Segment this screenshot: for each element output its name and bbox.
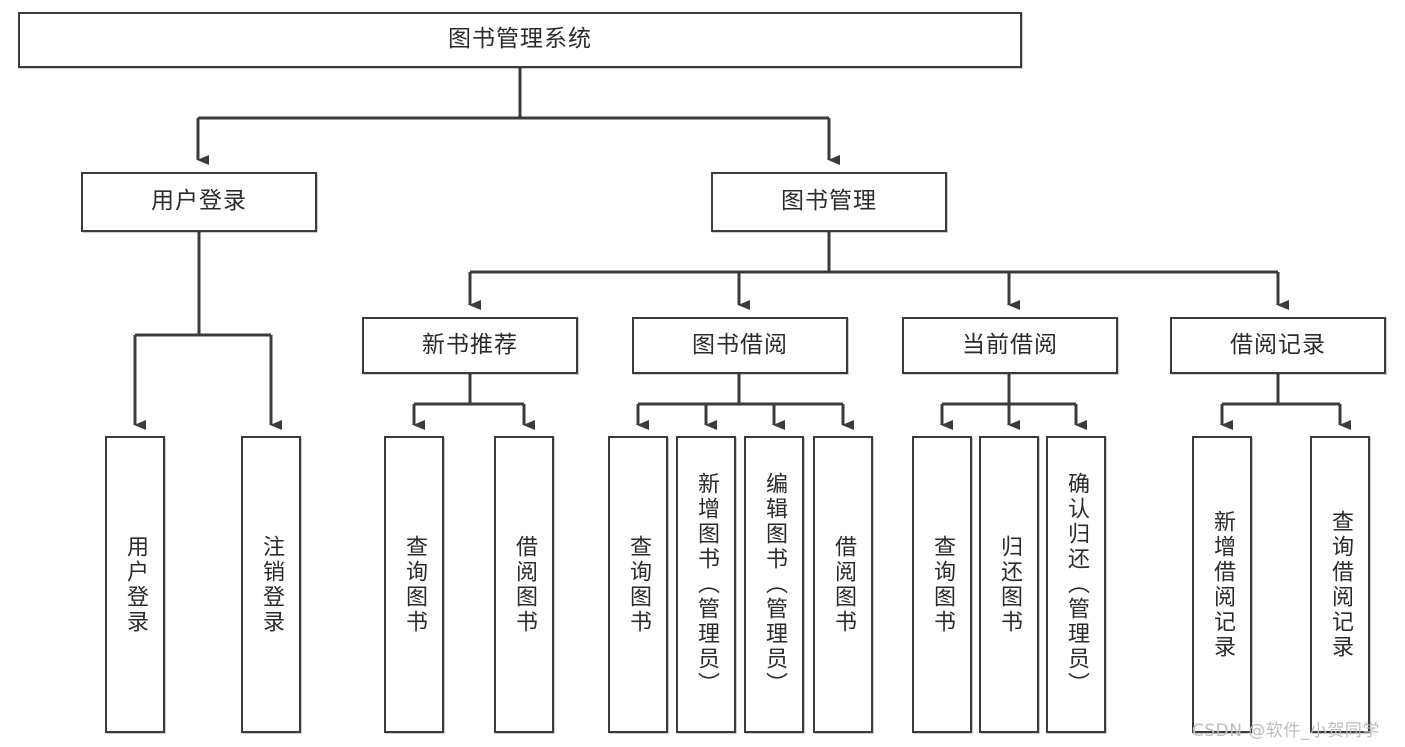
node-new-book-recommend[interactable]: 新书推荐: [362, 317, 578, 374]
node-book-borrow-label: 图书借阅: [692, 331, 788, 358]
node-root-label: 图书管理系统: [448, 26, 592, 53]
node-leaf-borrow-book[interactable]: 借阅图书: [813, 436, 873, 733]
node-leaf-add-borrow-record-label: 新增借阅记录: [1210, 509, 1235, 660]
node-leaf-add-book-label: 新增图书（管理员）: [694, 472, 719, 697]
node-leaf-confirm-return[interactable]: 确认归还（管理员）: [1046, 436, 1106, 733]
node-leaf-add-borrow-record[interactable]: 新增借阅记录: [1192, 436, 1252, 733]
node-current-borrow-label: 当前借阅: [962, 331, 1058, 358]
node-leaf-query-borrow-record[interactable]: 查询借阅记录: [1310, 436, 1370, 733]
node-new-book-recommend-label: 新书推荐: [422, 331, 518, 358]
node-leaf-return-book[interactable]: 归还图书: [979, 436, 1039, 733]
node-borrow-record[interactable]: 借阅记录: [1170, 317, 1386, 374]
node-leaf-query-book-current[interactable]: 查询图书: [912, 436, 972, 733]
node-user-login[interactable]: 用户登录: [81, 172, 317, 232]
node-leaf-add-book[interactable]: 新增图书（管理员）: [676, 436, 736, 733]
node-leaf-confirm-return-label: 确认归还（管理员）: [1064, 472, 1089, 697]
node-leaf-query-borrow-record-label: 查询借阅记录: [1328, 509, 1353, 660]
node-leaf-logout[interactable]: 注销登录: [241, 436, 301, 733]
node-leaf-edit-book-label: 编辑图书（管理员）: [762, 472, 787, 697]
node-leaf-query-book-recommend[interactable]: 查询图书: [384, 436, 444, 733]
node-leaf-borrow-book-label: 借阅图书: [831, 534, 856, 635]
node-leaf-user-login[interactable]: 用户登录: [105, 436, 165, 733]
node-current-borrow[interactable]: 当前借阅: [902, 317, 1118, 374]
node-leaf-query-book-borrow[interactable]: 查询图书: [608, 436, 668, 733]
node-book-borrow[interactable]: 图书借阅: [632, 317, 848, 374]
node-leaf-return-book-label: 归还图书: [997, 534, 1022, 635]
node-leaf-edit-book[interactable]: 编辑图书（管理员）: [744, 436, 804, 733]
node-leaf-query-book-recommend-label: 查询图书: [402, 534, 427, 635]
node-leaf-query-book-current-label: 查询图书: [930, 534, 955, 635]
node-leaf-user-login-label: 用户登录: [123, 534, 148, 635]
node-user-login-label: 用户登录: [151, 188, 247, 215]
node-leaf-borrow-book-recommend[interactable]: 借阅图书: [494, 436, 554, 733]
node-book-management[interactable]: 图书管理: [711, 172, 947, 232]
node-book-management-label: 图书管理: [781, 188, 877, 215]
node-leaf-query-book-borrow-label: 查询图书: [626, 534, 651, 635]
node-leaf-borrow-book-recommend-label: 借阅图书: [512, 534, 537, 635]
node-leaf-logout-label: 注销登录: [259, 534, 284, 635]
node-root[interactable]: 图书管理系统: [18, 12, 1022, 68]
node-borrow-record-label: 借阅记录: [1230, 331, 1326, 358]
